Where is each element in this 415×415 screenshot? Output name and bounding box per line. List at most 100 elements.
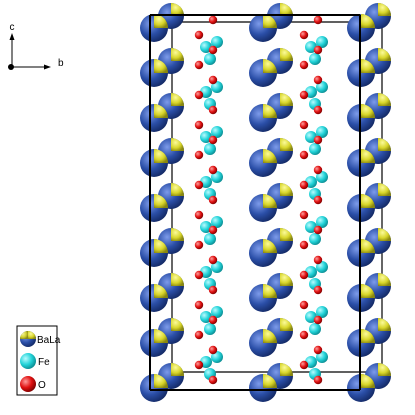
- ba-la-atom: [140, 104, 168, 132]
- o-atom: [313, 285, 323, 295]
- ba-la-yellow-part: [171, 3, 184, 16]
- o-atom: [299, 150, 309, 160]
- atoms-layer: [140, 3, 391, 402]
- b-axis-arrowhead: [44, 64, 51, 70]
- o-atom: [208, 285, 218, 295]
- ba-la-yellow-part: [263, 284, 277, 298]
- fe-atom: [211, 36, 223, 48]
- ba-la-yellow-part: [280, 363, 293, 376]
- ba-la-yellow-part: [361, 149, 375, 163]
- axis-origin: [8, 64, 14, 70]
- ba-la-yellow-part: [154, 14, 168, 28]
- o-atom: [194, 90, 204, 100]
- fe-atom: [316, 126, 328, 138]
- ba-la-yellow-part: [361, 104, 375, 118]
- axis-indicator: c b: [8, 22, 64, 70]
- ba-la-yellow-part: [280, 48, 293, 61]
- ba-la-yellow-part: [263, 239, 277, 253]
- o-atom: [313, 255, 323, 265]
- o-atom: [208, 375, 218, 385]
- o-atom: [313, 225, 323, 235]
- ba-la-yellow-part: [171, 138, 184, 151]
- ba-la-atom: [249, 14, 277, 42]
- ba-la-yellow-part: [280, 3, 293, 16]
- ba-la-yellow-part: [361, 329, 375, 343]
- legend: BaLa Fe O: [16, 325, 61, 396]
- ba-la-atom: [140, 284, 168, 312]
- ba-la-yellow-part: [280, 93, 293, 106]
- ba-la-yellow-part: [263, 194, 277, 208]
- legend-item-o: O: [20, 376, 46, 392]
- o-atom: [194, 330, 204, 340]
- ba-la-yellow-part: [154, 329, 168, 343]
- ba-la-atom: [249, 194, 277, 222]
- o-atom: [194, 150, 204, 160]
- ba-la-yellow-part: [378, 273, 391, 286]
- o-atom: [194, 120, 204, 130]
- legend-label-fe: Fe: [38, 357, 50, 368]
- ba-la-yellow-part: [154, 59, 168, 73]
- fe-atom: [316, 306, 328, 318]
- o-atom: [313, 375, 323, 385]
- o-atom: [299, 30, 309, 40]
- o-atom: [313, 15, 323, 25]
- o-atom: [194, 180, 204, 190]
- o-atom: [313, 45, 323, 55]
- o-atom: [299, 360, 309, 370]
- fe-atom: [204, 323, 216, 335]
- ba-la-atom: [140, 149, 168, 177]
- o-atom: [299, 120, 309, 130]
- ba-la-yellow-part: [280, 273, 293, 286]
- legend-label-o: O: [38, 380, 46, 391]
- o-atom: [194, 60, 204, 70]
- o-atom: [208, 75, 218, 85]
- ba-la-yellow-part: [263, 14, 277, 28]
- ba-la-swatch-icon: [20, 331, 36, 347]
- ba-la-atom: [140, 374, 168, 402]
- ba-la-yellow-part: [171, 363, 184, 376]
- ba-la-yellow-part: [361, 239, 375, 253]
- o-atom: [313, 105, 323, 115]
- ba-la-yellow-part: [280, 228, 293, 241]
- ba-la-atom: [249, 239, 277, 267]
- ba-la-yellow-part: [154, 149, 168, 163]
- fe-atom: [316, 36, 328, 48]
- ba-la-atom: [140, 194, 168, 222]
- ba-la-yellow-part: [361, 284, 375, 298]
- legend-item-fe: Fe: [20, 353, 50, 369]
- legend-label-ba-la: BaLa: [37, 335, 61, 346]
- o-atom: [208, 165, 218, 175]
- fe-swatch-icon: [20, 353, 36, 369]
- fe-atom: [211, 126, 223, 138]
- ba-la-atom: [249, 104, 277, 132]
- fe-atom: [309, 323, 321, 335]
- o-atom: [208, 195, 218, 205]
- ba-la-atom: [140, 59, 168, 87]
- o-atom: [313, 135, 323, 145]
- o-atom: [313, 165, 323, 175]
- o-atom: [299, 270, 309, 280]
- ba-la-yellow-part: [171, 93, 184, 106]
- ba-la-atom: [249, 329, 277, 357]
- o-atom: [208, 255, 218, 265]
- ba-la-yellow-part: [280, 138, 293, 151]
- ba-la-atom: [140, 239, 168, 267]
- o-atom: [313, 75, 323, 85]
- o-atom: [194, 240, 204, 250]
- o-atom: [299, 180, 309, 190]
- ba-la-yellow-part: [378, 138, 391, 151]
- o-atom: [299, 330, 309, 340]
- legend-item-ba-la: BaLa: [20, 331, 61, 347]
- o-atom: [208, 345, 218, 355]
- o-atom: [194, 30, 204, 40]
- fe-atom: [211, 306, 223, 318]
- ba-la-yellow-part: [171, 183, 184, 196]
- o-atom: [194, 270, 204, 280]
- ba-la-atom: [249, 374, 277, 402]
- ba-la-atom: [140, 329, 168, 357]
- ba-la-yellow-part: [154, 374, 168, 388]
- o-atom: [194, 300, 204, 310]
- ba-la-yellow-part: [263, 104, 277, 118]
- o-atom: [208, 135, 218, 145]
- fe-atom: [316, 216, 328, 228]
